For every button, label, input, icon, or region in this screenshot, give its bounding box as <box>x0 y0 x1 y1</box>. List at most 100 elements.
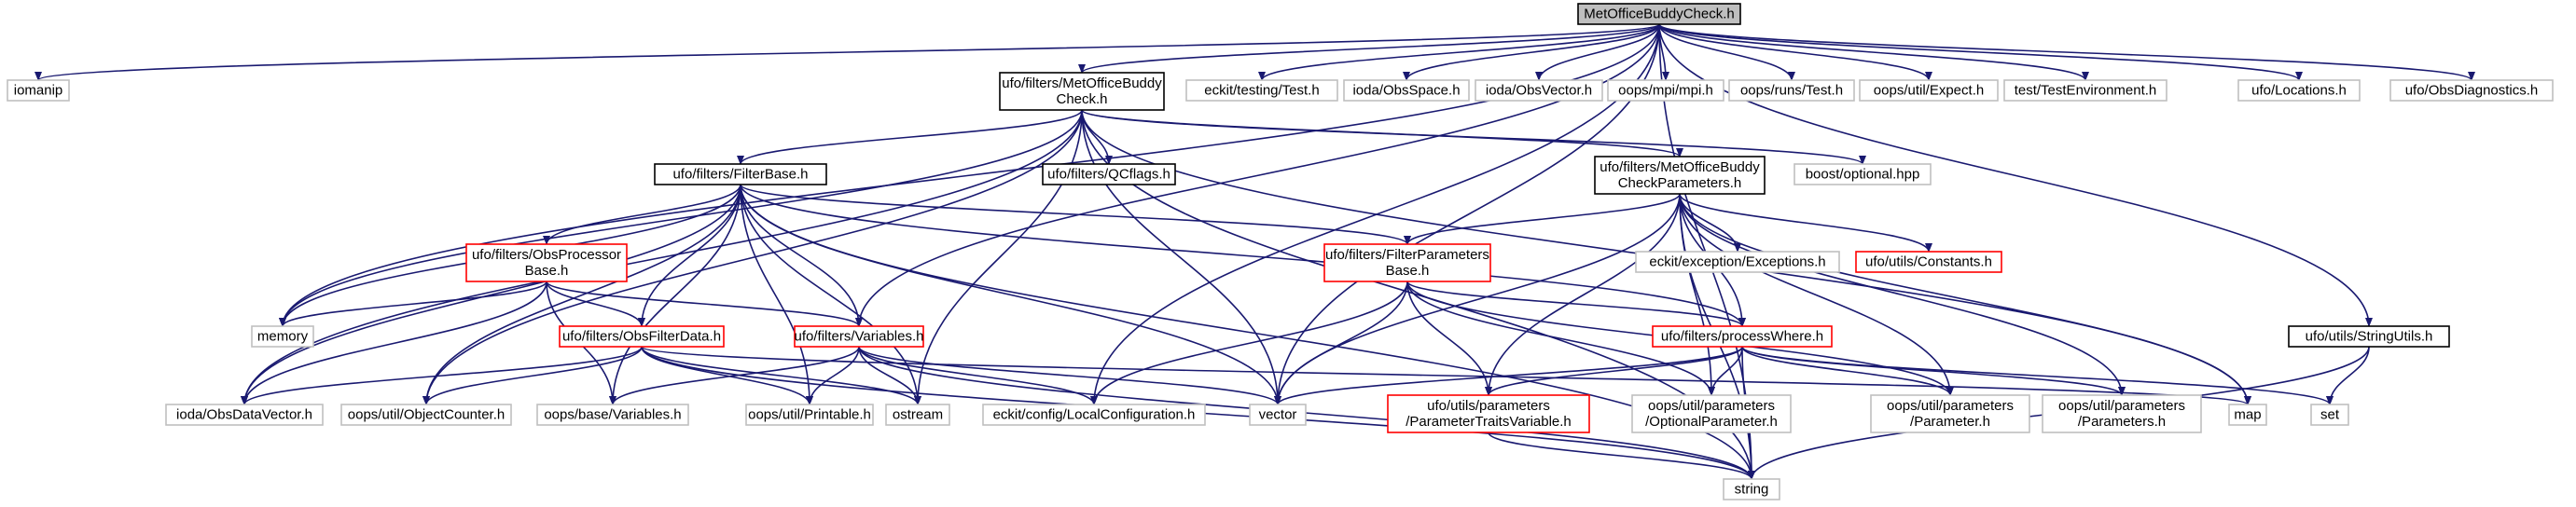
node-label-mobcparams: CheckParameters.h <box>1618 175 1742 191</box>
edge-obsproc-to-memory <box>279 281 547 327</box>
node-label-basevariables: oops/base/Variables.h <box>544 407 681 423</box>
node-box-map <box>2228 404 2267 426</box>
node-ptv[interactable]: ufo/utils/parameters/ParameterTraitsVari… <box>1387 394 1590 433</box>
edge-filterbase-to-processwhere <box>740 184 1746 327</box>
edge-stringutils-to-set <box>2326 346 2370 405</box>
edge-filterparams-to-vector <box>1274 281 1408 405</box>
node-box-param <box>1870 394 2030 433</box>
node-box-printable <box>745 404 874 426</box>
edge-processwhere-to-vector <box>1274 346 1743 405</box>
edge-filterbase-to-obsfilterdata <box>638 184 741 327</box>
node-label-mobcparams: ufo/filters/MetOfficeBuddy <box>1600 159 1760 175</box>
node-label-root: MetOfficeBuddyCheck.h <box>1584 7 1734 22</box>
node-label-constants: ufo/utils/Constants.h <box>1865 254 1992 270</box>
node-label-filterbase: ufo/filters/FilterBase.h <box>672 167 808 183</box>
node-box-obsdiag <box>2389 79 2554 102</box>
node-qcflags[interactable]: ufo/filters/QCflags.h <box>1042 163 1176 185</box>
node-label-test: eckit/testing/Test.h <box>1204 83 1319 99</box>
edge-root-to-variables <box>855 23 1660 327</box>
node-box-iomanip <box>7 79 70 102</box>
edge-root-to-mobc <box>1078 23 1660 74</box>
node-map: map <box>2228 404 2267 426</box>
node-runstest: oops/runs/Test.h <box>1728 79 1855 102</box>
node-box-root <box>1577 3 1741 25</box>
node-stringutils[interactable]: ufo/utils/StringUtils.h <box>2288 325 2450 348</box>
node-label-map: map <box>2234 407 2261 423</box>
edge-variables-to-printable <box>806 346 860 405</box>
edge-root-to-iomanip <box>35 23 1660 81</box>
node-label-optparam: /OptionalParameter.h <box>1645 414 1778 430</box>
node-label-variables: ufo/filters/Variables.h <box>795 329 924 345</box>
edge-processwhere-to-optparam <box>1708 346 1743 396</box>
node-expect: oops/util/Expect.h <box>1859 79 1999 102</box>
node-box-testenv <box>2003 79 2167 102</box>
node-variables[interactable]: ufo/filters/Variables.h <box>794 325 924 348</box>
node-string: string <box>1723 478 1780 500</box>
node-label-obsproc: ufo/filters/ObsProcessor <box>472 247 621 263</box>
node-param: oops/util/parameters/Parameter.h <box>1870 394 2030 433</box>
edge-mobcparams-to-param <box>1679 193 1954 396</box>
node-processwhere[interactable]: ufo/filters/processWhere.h <box>1652 325 1833 348</box>
node-box-test <box>1185 79 1338 102</box>
node-set: set <box>2310 404 2349 426</box>
node-mobcparams[interactable]: ufo/filters/MetOfficeBuddyCheckParameter… <box>1594 156 1766 195</box>
node-label-processwhere: ufo/filters/processWhere.h <box>1661 329 1823 345</box>
edge-root-to-test <box>1258 23 1660 81</box>
node-label-printable: oops/util/Printable.h <box>748 407 871 423</box>
edge-mobc-to-qcflags <box>1081 109 1113 165</box>
node-memory: memory <box>251 325 314 348</box>
node-box-objectcounter <box>340 404 512 426</box>
edge-root-to-obsspace <box>1403 23 1660 81</box>
node-label-filterparams: ufo/filters/FilterParameters <box>1325 247 1489 263</box>
node-params: oops/util/parameters/Parameters.h <box>2042 394 2202 433</box>
edge-obsproc-to-obsfilterdata <box>546 281 645 327</box>
edge-root-to-stringutils <box>1658 23 2373 327</box>
edge-variables-to-basevariables <box>609 346 860 405</box>
node-label-objectcounter: oops/util/ObjectCounter.h <box>348 407 505 423</box>
edge-filterbase-to-obsproc <box>543 184 741 245</box>
node-label-qcflags: ufo/filters/QCflags.h <box>1047 167 1170 183</box>
edge-mobc-to-memory <box>279 109 1083 327</box>
node-mobc[interactable]: ufo/filters/MetOfficeBuddyCheck.h <box>999 72 1165 111</box>
edge-mobcparams-to-map <box>1679 193 2251 405</box>
node-objectcounter: oops/util/ObjectCounter.h <box>340 404 512 426</box>
node-box-optparam <box>1631 394 1792 433</box>
node-box-obsdatavector <box>165 404 324 426</box>
node-label-mpi: oops/mpi/mpi.h <box>1618 83 1713 99</box>
node-box-exceptions <box>1635 251 1840 273</box>
node-mpi: oops/mpi/mpi.h <box>1607 79 1724 102</box>
node-obsspace: ioda/ObsSpace.h <box>1343 79 1470 102</box>
node-label-ptv: ufo/utils/parameters <box>1427 398 1550 414</box>
edge-root-to-memory <box>279 23 1660 327</box>
edge-obsfilterdata-to-objectcounter <box>422 346 643 405</box>
node-constants[interactable]: ufo/utils/Constants.h <box>1855 251 2002 273</box>
node-box-mobcparams <box>1594 156 1766 195</box>
edge-mobc-to-objectcounter <box>422 109 1083 405</box>
edge-mobcparams-to-params <box>1679 193 2126 396</box>
node-optparam: oops/util/parameters/OptionalParameter.h <box>1631 394 1792 433</box>
node-locations: ufo/Locations.h <box>2237 79 2361 102</box>
node-root[interactable]: MetOfficeBuddyCheck.h <box>1577 3 1741 25</box>
node-box-mpi <box>1607 79 1724 102</box>
edge-root-to-testenv <box>1658 23 2089 81</box>
node-localconfig: eckit/config/LocalConfiguration.h <box>982 404 1206 426</box>
node-label-optparam: oops/util/parameters <box>1648 398 1775 414</box>
edge-root-to-obsvector <box>1535 23 1660 81</box>
edge-root-to-obsdiag <box>1658 23 2475 81</box>
edge-filterparams-to-localconfig <box>1090 281 1408 405</box>
node-label-boostopt: boost/optional.hpp <box>1806 167 1920 183</box>
edge-mobc-to-obsdatavector <box>241 109 1083 405</box>
node-label-stringutils: ufo/utils/StringUtils.h <box>2306 329 2433 345</box>
node-label-obsvector: ioda/ObsVector.h <box>1486 83 1592 99</box>
node-obsfilterdata[interactable]: ufo/filters/ObsFilterData.h <box>559 325 725 348</box>
edge-variables-to-ostream <box>858 346 921 405</box>
edge-obsfilterdata-to-ostream <box>641 346 921 405</box>
node-box-filterbase <box>654 163 827 185</box>
node-test: eckit/testing/Test.h <box>1185 79 1338 102</box>
node-label-obsfilterdata: ufo/filters/ObsFilterData.h <box>562 329 721 345</box>
edge-root-to-runstest <box>1658 23 1795 81</box>
edge-filterparams-to-optparam <box>1406 281 1715 396</box>
node-filterbase[interactable]: ufo/filters/FilterBase.h <box>654 163 827 185</box>
